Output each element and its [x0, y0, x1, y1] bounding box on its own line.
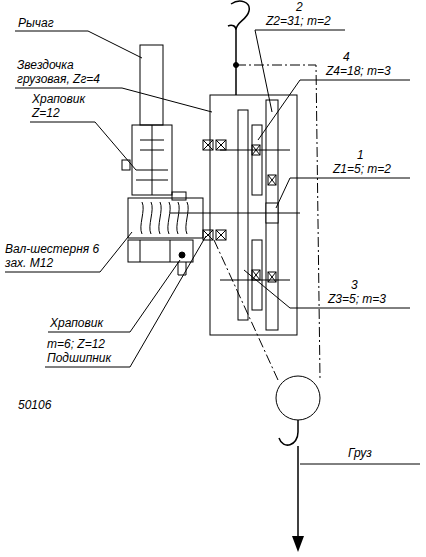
leader: [15, 31, 142, 58]
spec-text: Z4=18; m=3: [326, 64, 416, 78]
spec-text: m=6; Z=12: [47, 337, 129, 351]
ratchet: [132, 125, 172, 195]
chain: [214, 240, 278, 380]
bearing: [203, 140, 276, 282]
gear-2: [266, 100, 278, 330]
shafts: [170, 150, 300, 280]
part-name: Храповик: [50, 316, 130, 330]
leader: [48, 260, 180, 332]
arrowhead: [292, 536, 304, 552]
load-line: [297, 446, 299, 538]
ratchet: [136, 125, 168, 195]
leader: [276, 178, 410, 208]
leader: [300, 464, 420, 465]
callout-number: 1: [357, 148, 377, 162]
top-hook: [228, 1, 249, 95]
leader: [30, 122, 136, 170]
leader: [5, 232, 132, 272]
part-name: Вал-шестерня 6 зах. М12: [5, 242, 101, 270]
part-name: Рычаг: [18, 16, 88, 30]
gear-4: [252, 240, 262, 310]
callout-number: 3: [351, 278, 371, 292]
part-number: 50106: [18, 398, 78, 412]
spec-text: Z1=5; m=2: [333, 162, 423, 176]
callout-number: 4: [343, 50, 363, 64]
worm-shaft: [128, 198, 203, 238]
bottom-hook: [279, 420, 298, 445]
part-name: Храповик Z=12: [32, 92, 94, 120]
gear-4: [252, 125, 262, 195]
part-name: Подшипник: [47, 351, 129, 365]
leader: [258, 80, 410, 140]
spec-text: Z3=5; m=3: [328, 292, 418, 306]
nut: [172, 192, 186, 200]
ratchet: [140, 240, 186, 275]
gear-3: [238, 110, 248, 320]
part-name: Груз: [348, 446, 408, 460]
pulley: [276, 376, 320, 420]
ratchet: [128, 240, 193, 262]
housing: [210, 95, 297, 335]
thread: [141, 202, 188, 234]
callout-number: 2: [296, 0, 316, 14]
spec-text: Z2=31; m=2: [266, 14, 356, 28]
part-name: Звездочка грузовая, Zг=4: [17, 58, 117, 86]
lever: [140, 45, 163, 125]
